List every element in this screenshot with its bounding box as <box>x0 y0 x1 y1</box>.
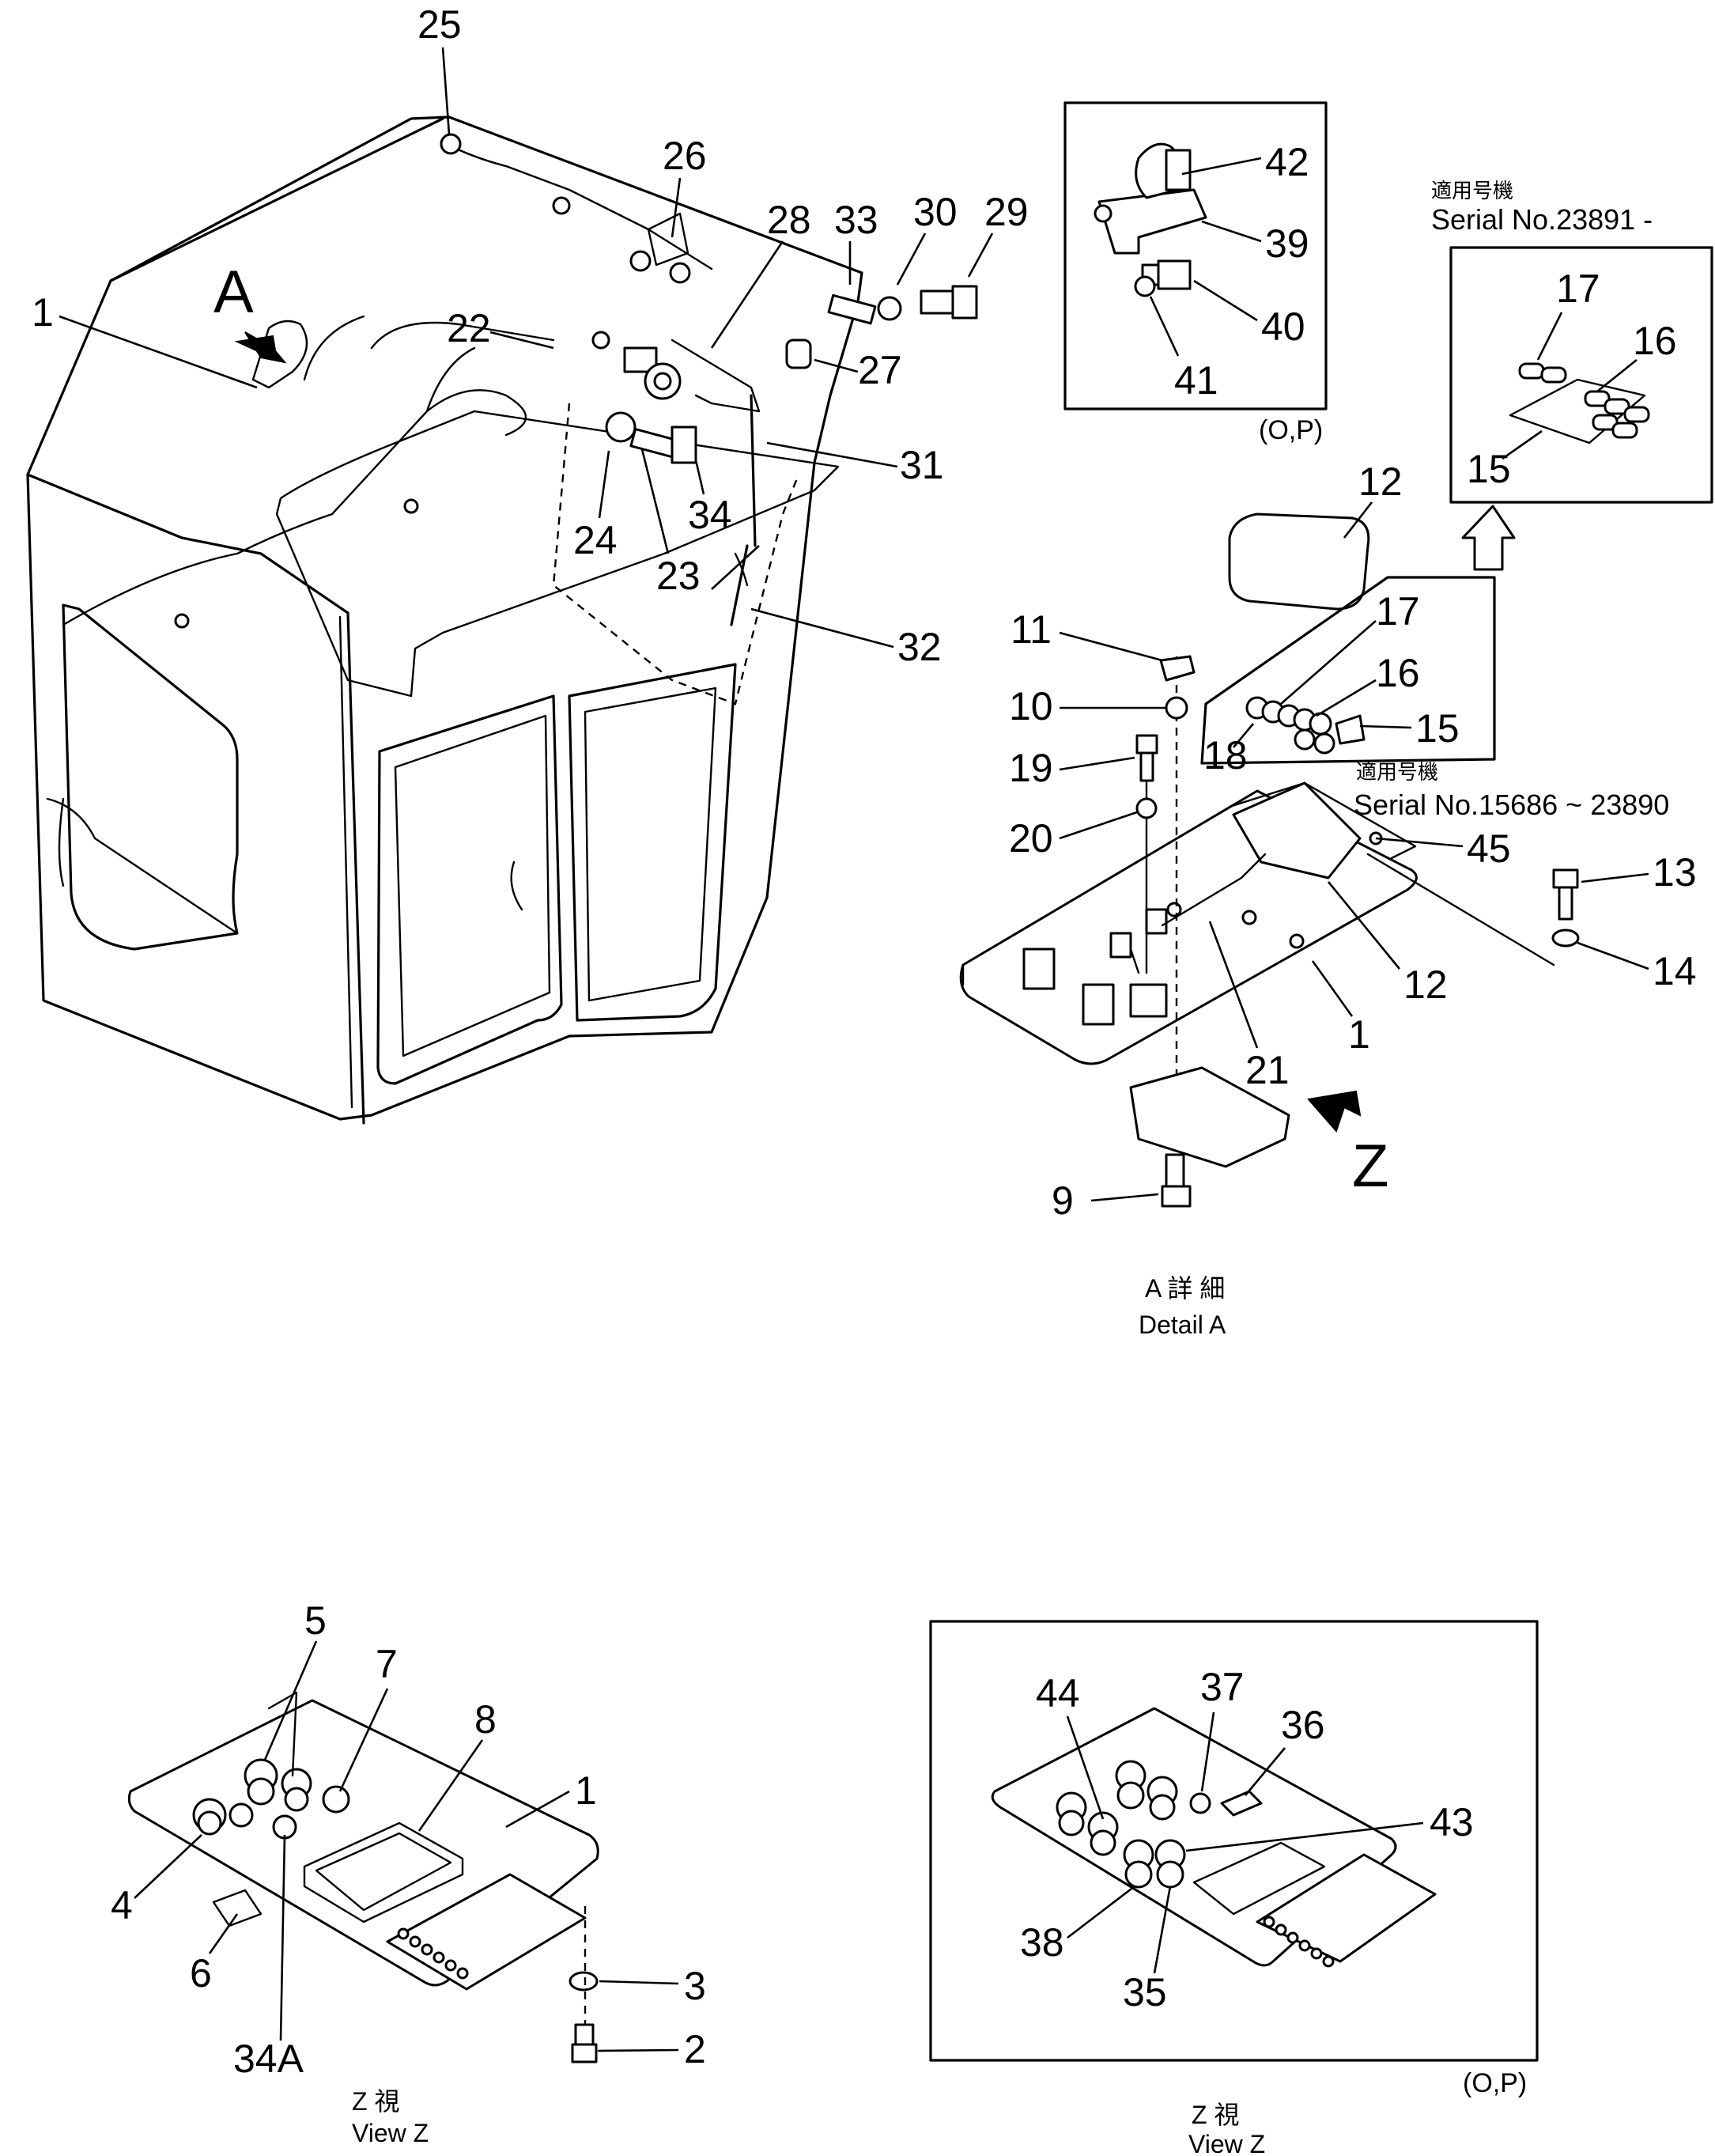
callout-21: 21 <box>1245 1048 1290 1092</box>
callout-10: 10 <box>1009 684 1053 728</box>
callout-3: 3 <box>684 1964 706 2008</box>
callout-41: 41 <box>1174 358 1218 403</box>
callout-12-cover: 12 <box>1358 460 1403 504</box>
callout-13: 13 <box>1653 850 1697 895</box>
detail-connectors <box>1245 696 1366 755</box>
callout-2: 2 <box>684 2027 706 2071</box>
led-row-z1 <box>397 1927 469 1980</box>
callout-17-detail: 17 <box>1376 589 1420 634</box>
callout-38: 38 <box>1020 1920 1064 1965</box>
option-mark-2: (O,P) <box>1463 2068 1527 2098</box>
callout-19: 19 <box>1009 746 1053 790</box>
view-z1-caption: View Z <box>352 2119 429 2147</box>
view-z1-caption-jp: Z 視 <box>352 2087 399 2116</box>
callout-44: 44 <box>1036 1671 1080 1715</box>
callout-6: 6 <box>190 1951 212 1995</box>
callout-31: 31 <box>900 443 944 487</box>
inset-connectors <box>1518 362 1650 439</box>
callout-8: 8 <box>474 1697 497 1742</box>
led-row-z2 <box>1263 1916 1335 1968</box>
view-z-left: 5 7 8 1 4 6 34A 3 2 Z 視 View Z <box>111 1598 706 2147</box>
view-z-right: 44 37 36 43 38 35 (O,P) Z 視 View Z <box>929 1620 1539 2156</box>
detail-a-assembly: 12 17 16 15 18 適用号機 Serial No.15686 ~ 23… <box>959 460 1697 1339</box>
callout-45: 45 <box>1467 826 1511 871</box>
callout-20: 20 <box>1009 816 1053 861</box>
callout-4: 4 <box>111 1883 133 1927</box>
callout-12-detail: 12 <box>1403 963 1448 1007</box>
arrow-a-label: A <box>213 259 254 326</box>
inset-lamp-box: 42 39 40 41 (O,P) <box>1063 101 1328 445</box>
callout-26: 26 <box>663 134 707 178</box>
view-z2-caption: View Z <box>1188 2130 1265 2156</box>
view-z2-caption-jp: Z 視 <box>1192 2101 1239 2129</box>
callout-1-detail: 1 <box>1348 1012 1370 1057</box>
callout-34: 34 <box>688 493 732 537</box>
callout-1-cab: 1 <box>32 290 54 335</box>
callout-16-detail: 16 <box>1376 651 1420 695</box>
callout-34a: 34A <box>233 2037 304 2081</box>
callout-5: 5 <box>304 1598 327 1643</box>
callout-15-inset: 15 <box>1467 447 1511 491</box>
callout-43: 43 <box>1430 1800 1474 1844</box>
detail-a-caption: Detail A <box>1139 1311 1226 1339</box>
callout-42: 42 <box>1265 140 1309 184</box>
cab-callouts: 25 26 28 33 30 29 1 22 27 31 24 34 23 32 <box>32 2 1029 669</box>
callout-27: 27 <box>858 348 902 392</box>
callout-29: 29 <box>984 190 1029 234</box>
callout-39: 39 <box>1265 221 1309 266</box>
callout-11: 11 <box>1010 607 1052 652</box>
callout-17-inset: 17 <box>1556 267 1600 311</box>
callout-40: 40 <box>1261 304 1305 349</box>
serial-a-text: Serial No.23891 - <box>1431 203 1653 236</box>
callout-33: 33 <box>834 198 878 242</box>
callout-7: 7 <box>376 1642 398 1686</box>
callout-16-inset: 16 <box>1633 319 1677 363</box>
callout-24: 24 <box>573 518 618 562</box>
callout-9: 9 <box>1052 1178 1074 1223</box>
serial-b-text: Serial No.15686 ~ 23890 <box>1354 789 1669 821</box>
arrow-z-label: Z <box>1352 1133 1388 1200</box>
callout-30: 30 <box>913 190 958 234</box>
callout-28: 28 <box>767 198 811 242</box>
callout-35: 35 <box>1123 1970 1167 2014</box>
view-arrow-a: A <box>213 259 287 364</box>
callout-22: 22 <box>447 306 491 350</box>
cab-assembly <box>26 115 863 1125</box>
callout-37: 37 <box>1200 1665 1245 1709</box>
callout-32: 32 <box>897 625 942 669</box>
callout-15-detail: 15 <box>1415 706 1460 751</box>
serial-b-jp: 適用号機 <box>1356 761 1438 785</box>
callout-14: 14 <box>1653 949 1697 993</box>
callout-36: 36 <box>1281 1703 1325 1747</box>
callout-25: 25 <box>417 2 462 47</box>
serial-a-jp: 適用号機 <box>1431 180 1513 203</box>
inset-serial-23891: 適用号機 Serial No.23891 - 17 16 15 <box>1431 180 1713 571</box>
callout-1-z: 1 <box>575 1768 597 1813</box>
option-mark-1: (O,P) <box>1259 415 1323 445</box>
detail-a-caption-jp: A 詳 細 <box>1145 1274 1225 1303</box>
callout-23: 23 <box>656 554 701 598</box>
